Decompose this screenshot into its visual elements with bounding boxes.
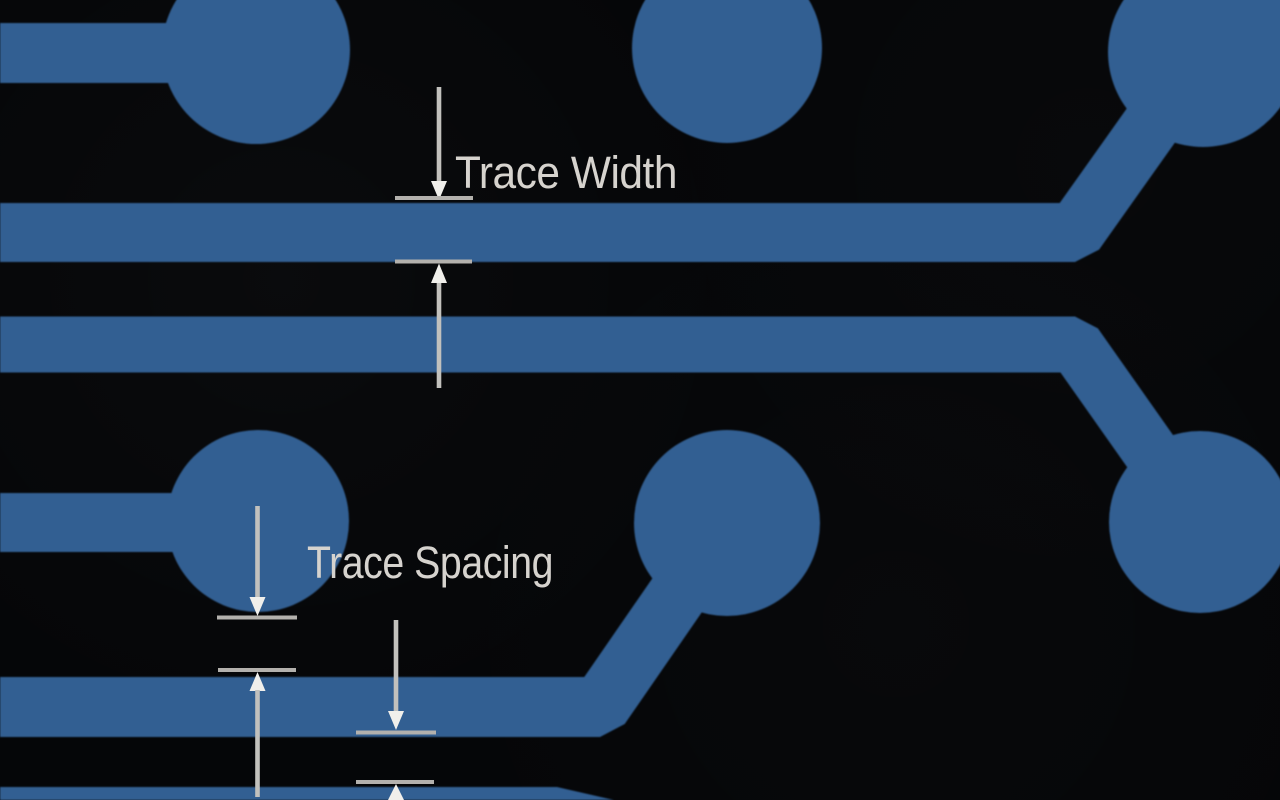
arrow-up-icon [431,263,447,283]
extension-tick-top [395,196,473,200]
dim-line-upper [436,87,442,182]
extension-tick-bottom [218,668,296,672]
trace-spacing-label: Trace Spacing [307,537,553,588]
pad-top-right [1108,0,1280,147]
arrow-down-icon [431,181,447,200]
trace-spacing-dimension-left [217,506,297,797]
extension-tick-top [217,615,297,620]
arrow-down-icon [388,711,404,730]
extension-tick-bottom [356,780,434,784]
trace-spacing-dimension-right [356,620,436,800]
pad-top-center [632,0,822,143]
pad-bottom-right [1109,431,1280,613]
extension-tick-top [356,730,436,735]
trace-width-dimension [395,87,473,388]
arrow-up-icon [249,672,266,691]
dim-line-lower [255,690,260,797]
dim-line-upper [393,620,399,712]
arrow-up-icon [388,784,404,800]
trace-bottom-edge [0,787,614,800]
trace-width-label: Trace Width [455,147,677,198]
pad-center [634,430,820,616]
extension-tick-bottom [395,259,472,264]
dim-line-upper [255,506,260,598]
dim-line-lower [436,283,442,388]
arrow-down-icon [249,597,266,616]
pad-top-left [162,0,350,144]
